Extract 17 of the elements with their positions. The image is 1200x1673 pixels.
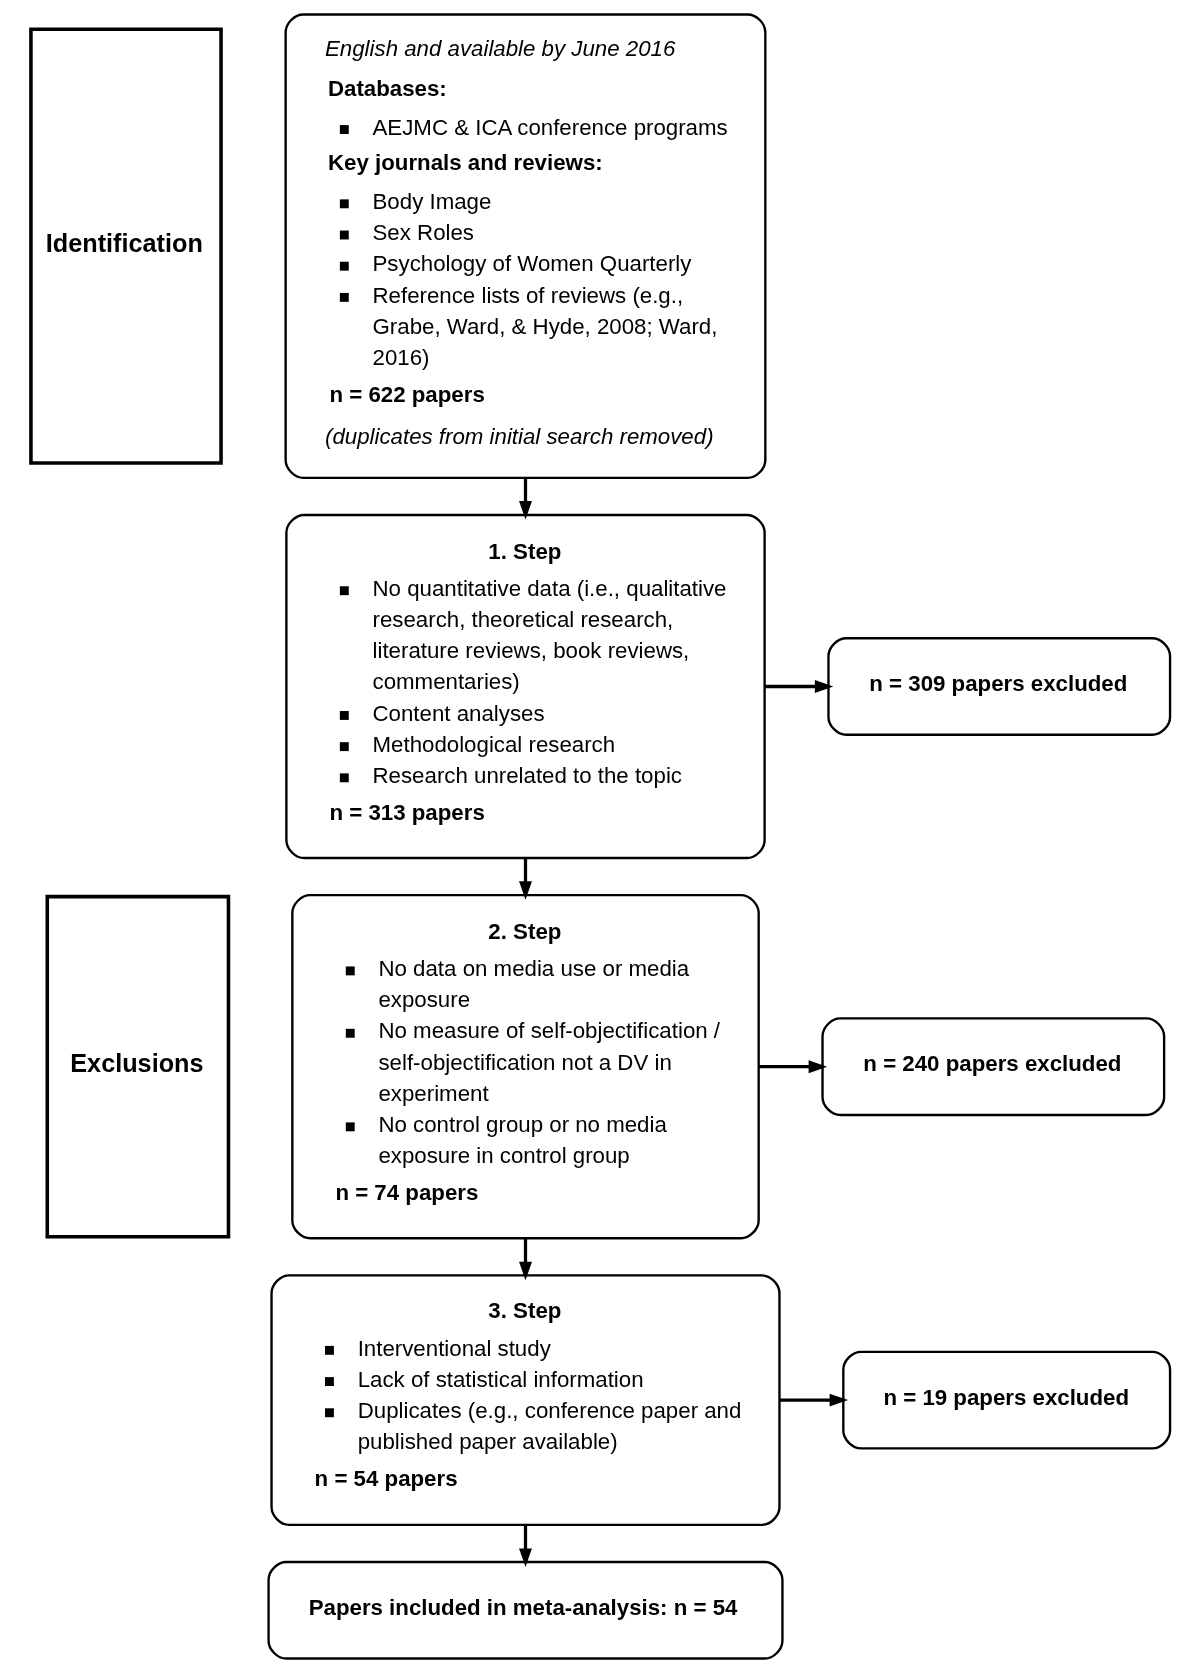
node-box: Identification [28,27,223,465]
node-box: English and available by June 2016 Databases: AEJMC & ICA conference programs Key journals and reviews: Body Image Sex Roles Psychology of Women Quarterly Reference lists of reviews (e.g., Grabe, Ward, & Hyde, 2008; Ward, 2016) n = 622 papers (duplicates from initial search removed) [283,13,767,479]
arrow [518,477,532,520]
arrow [518,858,532,900]
arrow [758,1060,827,1074]
node-box: 2. Step No data on media use or media exposure No measure of self-objectification / self-objectification not a DV in experiment No control group or no media exposure in control group n = 74 papers [290,893,760,1240]
node-box: n = 19 papers excluded [841,1350,1171,1450]
node-box: 3. Step Interventional study Lack of statistical information Duplicates (e.g., conference paper and published paper available) n = 54 papers [269,1274,781,1527]
arrow [779,1393,848,1407]
arrow [518,1238,532,1281]
arrow [764,680,833,693]
arrow [518,1525,532,1567]
node-box: Exclusions [45,894,230,1239]
node-box: 1. Step No quantitative data (i.e., qualitative research, theoretical research, literature reviews, book reviews, commentaries) Content analyses Methodological research Research unrelated to the topic n = 313 papers [284,513,766,860]
node-box: Papers included in meta-analysis: n = 54 [266,1560,784,1660]
node-box: n = 309 papers excluded [826,637,1171,736]
node-box: n = 240 papers excluded [820,1017,1165,1117]
